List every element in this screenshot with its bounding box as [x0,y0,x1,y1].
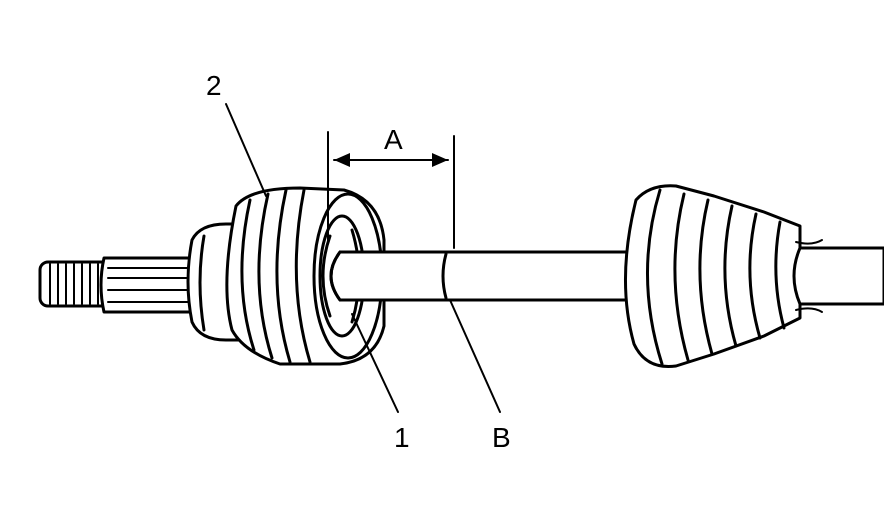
leader-line-b [449,299,501,413]
outer-cv-joint-boot [623,184,884,369]
callout-a: A [384,124,403,155]
threaded-stub [38,260,112,308]
callout-b: B [492,422,511,453]
leader-line-1 [351,313,399,413]
axle-shaft [329,250,642,302]
splined-shaft [99,256,200,314]
callout-2: 2 [206,70,222,101]
dimension-a [327,131,455,249]
leader-line-2 [225,103,267,197]
cv-housing-neck [186,222,240,342]
shaft-mark-b [441,252,448,300]
callout-1: 1 [394,422,410,453]
